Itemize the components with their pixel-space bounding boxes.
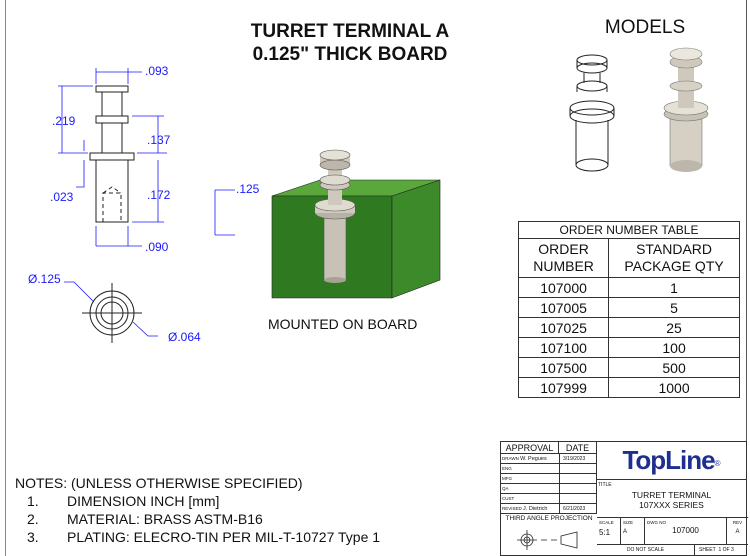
title-line-2: 0.125" THICK BOARD — [252, 44, 448, 65]
notes-heading: NOTES: (UNLESS OTHERWISE SPECIFIED) — [15, 475, 303, 491]
approval-header: APPROVAL — [501, 442, 559, 454]
note-text: DIMENSION INCH [mm] — [67, 493, 220, 509]
package-qty: 1000 — [608, 377, 740, 398]
dim-flange: .023 — [50, 190, 74, 204]
sheet-label: SHEET 1 OF 3 — [699, 547, 734, 553]
sheet-frame — [5, 0, 747, 556]
order-number: 107999 — [517, 377, 610, 398]
company-logo: TopLine® — [597, 442, 746, 480]
order-number: 107500 — [517, 357, 610, 378]
note-text: PLATING: ELECRO-TIN PER MIL-T-10727 Type… — [67, 529, 381, 545]
order-number: 107000 — [517, 277, 610, 298]
dim-upper: .137 — [147, 133, 171, 147]
side-view — [89, 85, 135, 223]
title-line-1: TURRET TERMINAL A — [250, 21, 450, 42]
do-not-scale-label: DO NOT SCALE — [597, 545, 695, 556]
approval-row: CUST — [501, 494, 597, 504]
note-item: 1. DIMENSION INCH [mm] — [15, 492, 380, 510]
dim-top-width: .093 — [145, 64, 169, 78]
models-label: MODELS — [604, 17, 686, 38]
model-shaded — [663, 47, 709, 172]
order-number: 107025 — [517, 317, 610, 338]
order-number: 107100 — [517, 337, 610, 358]
approval-row: ENG — [501, 464, 597, 474]
dim-board-thickness: .125 — [236, 182, 260, 196]
approval-row: MFG — [501, 474, 597, 484]
package-qty: 500 — [608, 357, 740, 378]
dimension-labels: .093 .219 .137 .023 .172 .090 Ø.125 Ø.06… — [28, 64, 260, 344]
dim-outer-dia: Ø.125 — [28, 272, 61, 286]
package-qty: 100 — [608, 337, 740, 358]
dim-inner-dia: Ø.064 — [168, 330, 201, 344]
order-table-title: ORDER NUMBER TABLE — [518, 221, 740, 239]
top-view — [82, 283, 142, 343]
drawing-title: TURRET TERMINAL A 0.125" THICK BOARD — [200, 20, 500, 66]
dim-lower: .172 — [147, 188, 171, 202]
mounted-on-board-label: MOUNTED ON BOARD — [268, 316, 418, 332]
dim-bottom-width: .090 — [145, 240, 169, 254]
note-number: 2. — [27, 511, 39, 527]
package-qty: 5 — [608, 297, 740, 318]
dim-overall-height: .219 — [52, 114, 76, 128]
col-header-order: ORDER NUMBER — [517, 238, 610, 278]
note-text: MATERIAL: BRASS ASTM-B16 — [67, 511, 263, 527]
note-item: 3. PLATING: ELECRO-TIN PER MIL-T-10727 Ty… — [15, 528, 380, 546]
third-angle-projection-icon — [517, 530, 578, 550]
title-label: TITLE — [598, 482, 612, 488]
notes: NOTES: (UNLESS OTHERWISE SPECIFIED) 1. DI… — [15, 474, 380, 546]
model-wireframe — [569, 54, 615, 172]
col-header-qty: STANDARD PACKAGE QTY — [608, 238, 740, 278]
package-qty: 25 — [608, 317, 740, 338]
note-item: 2. MATERIAL: BRASS ASTM-B16 — [15, 510, 380, 528]
board-3d-view — [271, 149, 441, 299]
approval-row: QA — [501, 484, 597, 494]
date-header: DATE — [559, 442, 597, 454]
note-number: 3. — [27, 529, 39, 545]
order-number: 107005 — [517, 297, 610, 318]
note-number: 1. — [27, 493, 39, 509]
package-qty: 1 — [608, 277, 740, 298]
projection-label: THIRD ANGLE PROJECTION — [505, 515, 593, 522]
dimension-lines — [58, 68, 235, 337]
